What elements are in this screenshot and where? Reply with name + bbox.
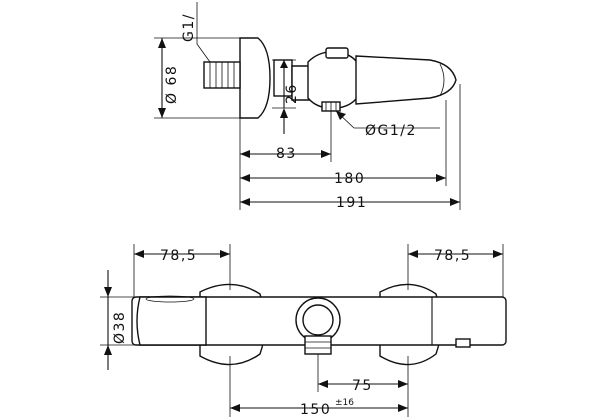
dim-26: 26 — [272, 59, 300, 134]
top-view: Ø 68 G1/ 26 ØG1/2 — [154, 2, 461, 211]
spout — [355, 55, 457, 105]
dim-diameter-38: Ø38 — [100, 270, 134, 370]
handle-top — [325, 47, 349, 59]
dim-left-785-label: 78,5 — [160, 248, 197, 264]
front-view: 78,5 78,5 Ø38 75 — [100, 244, 507, 417]
dim-180: 180 — [240, 100, 447, 187]
handle-body — [307, 51, 363, 109]
dim-left-785: 78,5 — [133, 244, 231, 297]
dim-150-label: 150 — [300, 402, 331, 417]
dim-180-label: 180 — [334, 171, 365, 187]
dim-right-785-label: 78,5 — [434, 248, 471, 264]
spout-tip — [439, 63, 445, 97]
thread-lines — [209, 62, 235, 88]
dim-150: 150 ±16 — [229, 356, 408, 417]
dim-191-label: 191 — [336, 195, 367, 211]
left-handle — [136, 296, 207, 346]
left-handle-cap — [145, 295, 195, 303]
dim-diameter-68: Ø 68 — [154, 37, 240, 119]
dim-thread-top: G1/ — [181, 2, 211, 63]
outlet-inner — [302, 304, 334, 336]
outlet-thread — [304, 335, 332, 355]
dim-right-785: 78,5 — [407, 244, 504, 297]
dim-diameter-68-label: Ø 68 — [164, 65, 180, 104]
outlet-threads — [325, 102, 337, 111]
dim-75: 75 — [317, 354, 409, 417]
wall-rosette — [239, 37, 271, 119]
dim-83: 83 — [239, 111, 332, 210]
dim-83-label: 83 — [276, 146, 297, 162]
dim-diameter-38-label: Ø38 — [112, 311, 128, 344]
dim-thread-bottom-label: ØG1/2 — [365, 123, 417, 139]
dim-150-tolerance: ±16 — [335, 398, 354, 408]
dim-191: 191 — [240, 84, 461, 211]
outlet-thread-lines — [305, 341, 331, 349]
dim-thread-top-label: G1/ — [181, 13, 197, 42]
right-end-nub — [455, 338, 471, 348]
dim-thread-bottom: ØG1/2 — [335, 110, 440, 139]
dim-26-label: 26 — [284, 83, 300, 104]
dim-75-label: 75 — [352, 378, 373, 394]
